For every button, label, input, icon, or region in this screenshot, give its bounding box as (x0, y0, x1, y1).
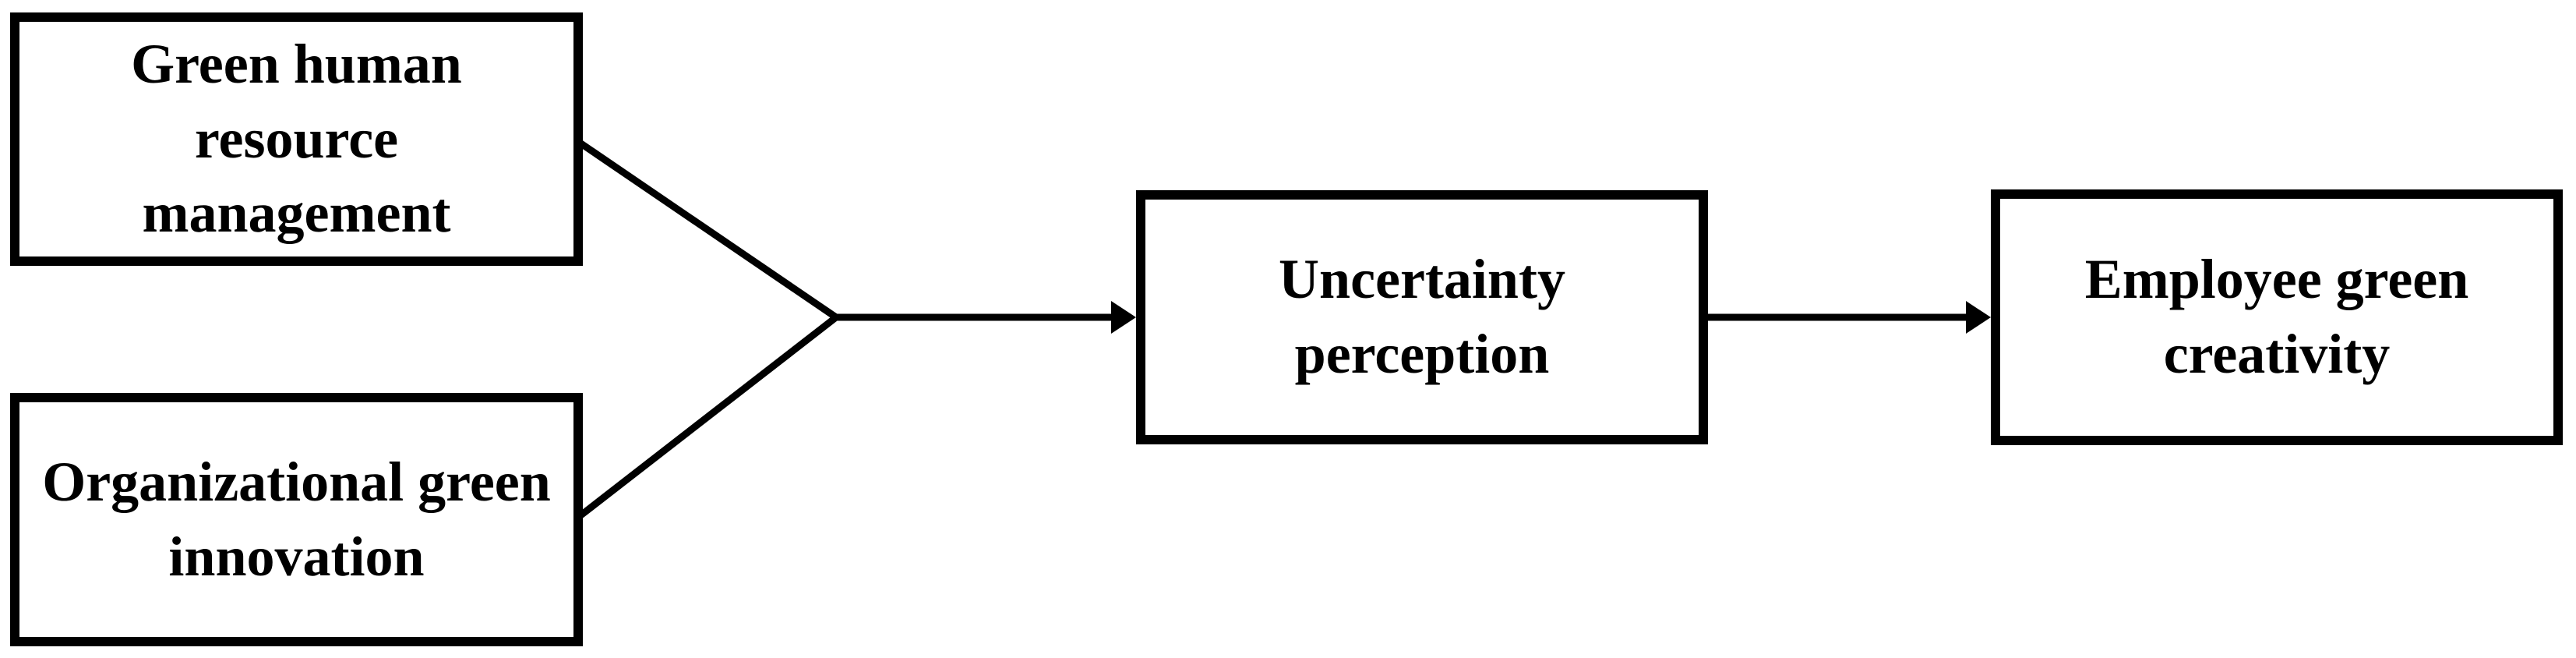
node-label-green-human-resource-management: Green human resource management (131, 32, 462, 245)
node-label-uncertainty-perception: Uncertainty perception (1279, 248, 1565, 385)
edge-ogi-to-merge-line (577, 314, 838, 519)
edge-ghrm-to-merge-line (577, 140, 838, 320)
node-label-employee-green-creativity: Employee green creativity (2084, 248, 2469, 385)
arrowhead-into-uncertainty-perception (1111, 301, 1136, 334)
node-employee-green-creativity: Employee green creativity (1991, 189, 2563, 445)
node-organizational-green-innovation: Organizational green innovation (10, 393, 583, 646)
node-label-organizational-green-innovation: Organizational green innovation (42, 450, 551, 588)
node-green-human-resource-management: Green human resource management (10, 12, 583, 266)
arrowhead-into-employee-green-creativity (1966, 301, 1991, 334)
node-uncertainty-perception: Uncertainty perception (1136, 190, 1708, 444)
